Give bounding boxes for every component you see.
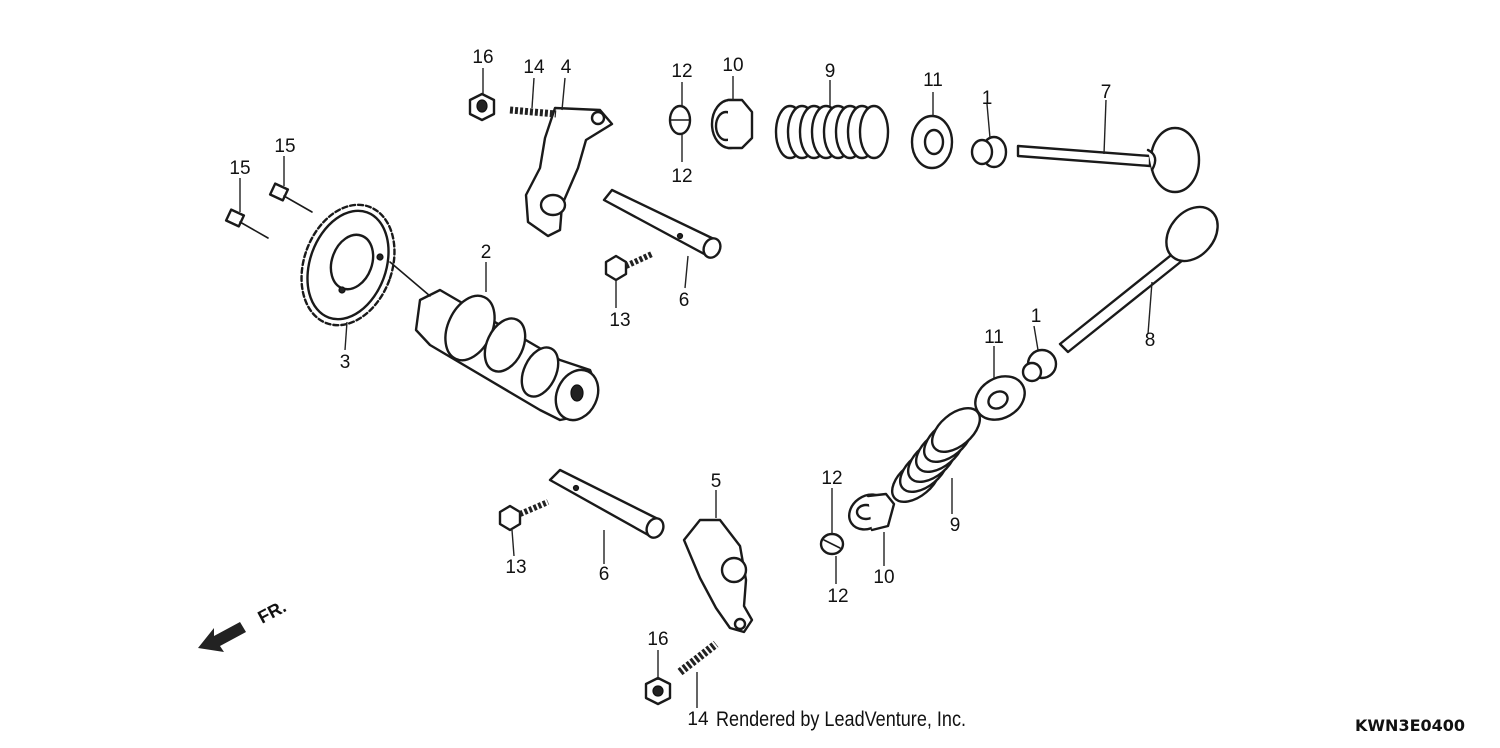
callout-1: 1 (1031, 306, 1042, 327)
callout-7: 7 (1101, 82, 1112, 103)
valve-spring-9-upper (774, 104, 890, 160)
valve-spring-9-lower (891, 407, 981, 503)
callout-labels: 16 14 4 12 12 10 9 11 1 7 15 15 2 3 13 6… (229, 47, 1155, 730)
cotter-12-upper (668, 104, 692, 136)
callout-3: 3 (340, 352, 351, 373)
render-credit: Rendered by LeadVenture, Inc. (716, 708, 967, 731)
front-indicator-label: FR. (254, 596, 289, 627)
callout-1: 1 (982, 88, 993, 109)
callout-11: 11 (984, 327, 1004, 348)
cam-sprocket (300, 203, 396, 327)
camshaft (389, 261, 600, 422)
callout-12: 12 (671, 166, 692, 187)
stem-seal-10-upper (710, 98, 754, 150)
lifter-1-upper (970, 135, 1008, 169)
diagram-code: KWN3E0400 (1355, 716, 1466, 735)
callout-5: 5 (711, 471, 722, 492)
retainer-11-upper (910, 114, 954, 170)
callout-6: 6 (679, 290, 690, 311)
cotter-12-lower (819, 532, 845, 556)
bolt-13-upper (604, 251, 654, 282)
lifter-1-lower (1021, 348, 1058, 383)
valve-8 (1058, 205, 1219, 354)
callout-15: 15 (229, 158, 250, 179)
callout-12: 12 (827, 586, 848, 607)
valve-7 (1016, 126, 1201, 194)
callout-12: 12 (821, 468, 842, 489)
stem-seal-10-lower (848, 492, 896, 532)
callout-14: 14 (523, 57, 545, 78)
callout-9: 9 (950, 515, 961, 536)
callout-6: 6 (599, 564, 610, 585)
callout-12: 12 (671, 61, 692, 82)
callout-14: 14 (687, 709, 709, 730)
nut-16-upper (468, 92, 496, 122)
stud-14-upper (509, 106, 557, 118)
bolt-15-lower (224, 208, 269, 239)
callout-9: 9 (825, 61, 836, 82)
callout-10: 10 (873, 567, 894, 588)
bolt-15-upper (268, 182, 313, 213)
nut-16-lower (644, 676, 672, 706)
callout-16: 16 (472, 47, 493, 68)
callout-13: 13 (505, 557, 526, 578)
callout-8: 8 (1145, 330, 1156, 351)
callout-2: 2 (481, 242, 492, 263)
front-direction-arrow: FR. (198, 596, 289, 652)
rocker-arm-4 (524, 106, 614, 238)
rocker-shaft-6-lower (548, 468, 665, 539)
rocker-shaft-6-upper (602, 188, 722, 259)
stud-14-lower (677, 640, 719, 676)
callout-4: 4 (561, 57, 572, 78)
callout-11: 11 (923, 70, 943, 91)
callout-16: 16 (647, 629, 668, 650)
bolt-13-lower (498, 499, 550, 532)
rocker-arm-5 (682, 518, 754, 634)
callout-15: 15 (274, 136, 295, 157)
callout-10: 10 (722, 55, 743, 76)
leader-lines (239, 68, 1153, 708)
callout-13: 13 (609, 310, 630, 331)
